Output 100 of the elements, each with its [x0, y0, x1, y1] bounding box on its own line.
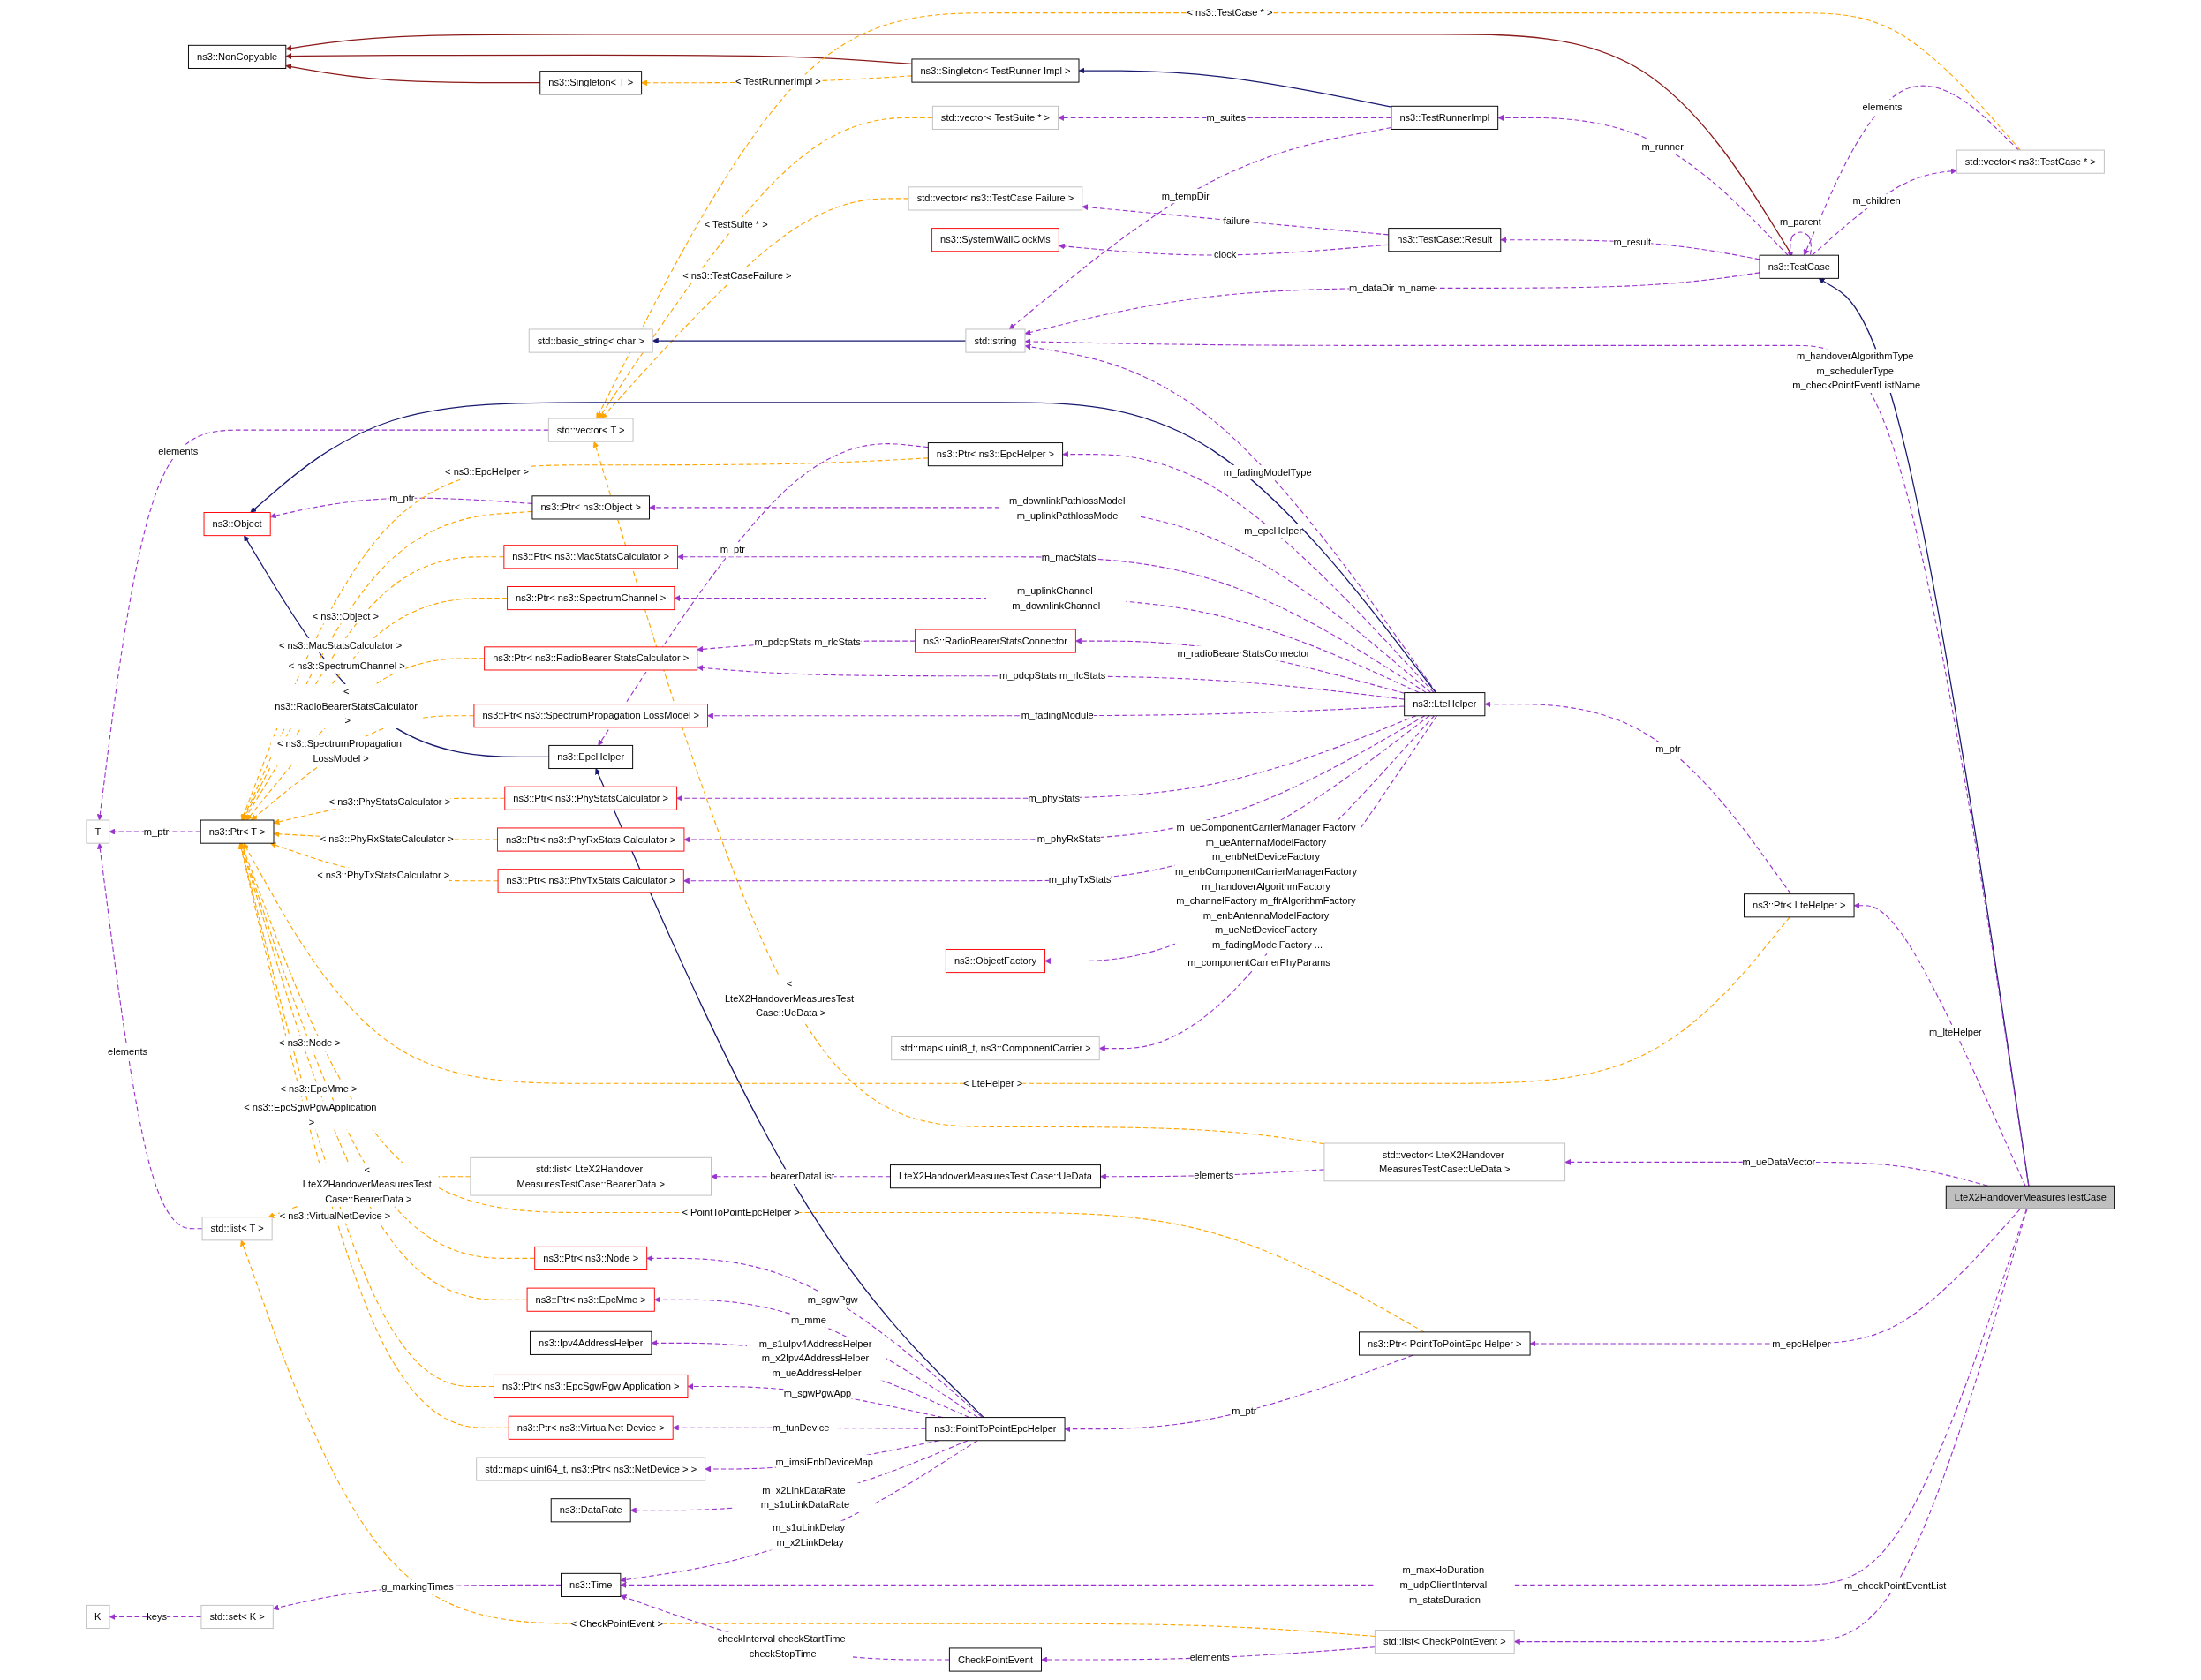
edge-label: m_dataDir m_name — [1349, 282, 1436, 294]
arrow — [250, 402, 1436, 694]
node-box: ns3::LteHelper — [1404, 692, 1486, 717]
arrow — [676, 715, 1417, 802]
node-box: ns3::TestCase — [1759, 254, 1839, 279]
node-box: ns3::Ptr< ns3::SpectrumPropagation LossModel > — [473, 704, 708, 728]
edge-label: m_ptr — [720, 543, 746, 555]
edge-label: < ns3::PhyRxStatsCalculator > — [320, 832, 454, 845]
edge-label: m_tempDir — [1161, 190, 1210, 202]
node-box: ns3::Ptr< ns3::RadioBearer StatsCalculator > — [484, 646, 698, 671]
edge-label: m_uplinkChannel m_downlinkChannel — [1012, 584, 1101, 612]
arrow — [1497, 114, 1789, 256]
arrow — [1818, 278, 2030, 1187]
arrow — [251, 715, 475, 821]
edge-label: m_ptr — [1655, 742, 1681, 755]
node-box: ns3::Ptr< ns3::Object > — [531, 495, 650, 520]
node-box: ns3::Ptr< ns3::PhyRxStats Calculator > — [497, 827, 685, 852]
arrow — [1058, 114, 1392, 121]
arrow — [1024, 272, 1760, 335]
arrow — [285, 53, 913, 65]
arrow — [652, 337, 967, 344]
node-box: ns3::PointToPointEpcHelper — [925, 1417, 1066, 1442]
arrow — [285, 64, 541, 84]
edge-label: m_runner — [1641, 140, 1684, 152]
node-box: ns3::EpcHelper — [548, 744, 634, 770]
edge-label: < ns3::EpcMme > — [280, 1082, 358, 1095]
arrow — [240, 1239, 1376, 1638]
edge-label: m_s1uIpv4AddressHelper m_x2Ipv4AddressHelper m_ueAddressHelper — [758, 1337, 872, 1379]
arrow — [707, 705, 1406, 719]
node-box: ns3::Ptr< ns3::VirtualNet Device > — [508, 1415, 674, 1440]
node-box: LteX2HandoverMeasuresTest Case::UeData — [889, 1164, 1101, 1189]
edge-label: < ns3::TestCaseFailure > — [682, 269, 792, 282]
edge-label: m_maxHoDuration m_udpClientInterval m_statsDuration — [1399, 1564, 1488, 1605]
arrow — [677, 554, 1428, 694]
edge-label: < ns3::SpectrumPropagation LossModel > — [277, 737, 402, 765]
edge-label: m_handoverAlgorithmType m_schedulerType m_checkPointEventListName — [1792, 350, 1921, 391]
edge-label: m_epcHelper — [1244, 524, 1303, 537]
arrow — [651, 1339, 970, 1419]
arrow — [620, 1208, 2027, 1588]
edge-label: m_ptr — [389, 492, 415, 504]
arrow — [1078, 67, 1392, 108]
arrow — [245, 658, 486, 821]
edge-label: < PointToPointEpcHelper > — [682, 1206, 800, 1218]
node-box: ns3::ObjectFactory — [945, 949, 1045, 974]
arrow — [1041, 1646, 1376, 1663]
node-box: ns3::Ptr< ns3::SpectrumChannel > — [507, 586, 675, 611]
edge-label: m_checkPointEventList — [1844, 1579, 1947, 1592]
node-box: std::list< T > — [201, 1217, 273, 1241]
edge-label: checkInterval checkStartTime checkStopTime — [717, 1632, 846, 1660]
arrow — [620, 1440, 978, 1583]
edge-label: m_macStats — [1041, 551, 1097, 563]
arrow — [242, 510, 533, 821]
arrow — [629, 1440, 969, 1514]
edge-label: < LteX2HandoverMeasuresTest Case::BearerData > — [302, 1164, 432, 1205]
edge-label: m_lteHelper — [1928, 1026, 1982, 1038]
node-box: ns3::SystemWallClockMs — [931, 228, 1059, 252]
arrow — [1853, 902, 2026, 1187]
arrow — [1008, 127, 1392, 330]
node-box: ns3::Ptr< ns3::Node > — [534, 1246, 648, 1270]
arrow — [654, 1296, 979, 1419]
arrow — [1529, 1208, 2021, 1347]
node-box: std::vector< T > — [547, 418, 634, 442]
edge-label: < ns3::MacStatsCalculator > — [278, 639, 403, 652]
edge-label: m_fadingModelType — [1223, 466, 1312, 478]
arrow — [96, 842, 203, 1230]
edge-label: m_downlinkPathlossModel m_uplinkPathlossModel — [1008, 495, 1126, 522]
edge-label: < ns3::PhyTxStatsCalculator > — [317, 869, 450, 881]
edge-label: elements — [1189, 1651, 1230, 1663]
arrow — [1075, 637, 1406, 694]
edge-label: elements — [1862, 101, 1903, 113]
edge-label: < ns3::SpectrumChannel > — [288, 659, 405, 672]
edge-label: m_componentCarrierPhyParams — [1187, 957, 1330, 968]
node-box: LteX2HandoverMeasuresTestCase — [1945, 1185, 2115, 1209]
edge-label: < TestRunnerImpl > — [735, 76, 821, 87]
edge-label: m_phyStats — [1028, 792, 1081, 803]
node-box: std::vector< ns3::TestCase * > — [1956, 149, 2105, 174]
node-box: ns3::Ptr< ns3::EpcMme > — [526, 1287, 655, 1312]
node-box: std::vector< LteX2Handover MeasuresTestCase::UeData > — [1323, 1142, 1566, 1182]
edge-label: keys — [147, 1610, 167, 1623]
arrow — [1082, 204, 1390, 236]
node-box: std::list< LteX2Handover MeasuresTestCase::BearerData > — [470, 1156, 712, 1196]
edge-label: < TestSuite * > — [704, 218, 768, 230]
arrow — [1513, 1208, 2028, 1646]
arrow — [674, 595, 1421, 694]
node-box: T — [86, 819, 110, 844]
node-box: std::vector< TestSuite * > — [931, 105, 1059, 130]
node-box: ns3::Ptr< LteHelper > — [1744, 893, 1855, 918]
edge-label: m_ueComponentCarrierManager Factory m_ueAntennaModelFactory m_enbNetDeviceFactory m_enbComponentCarrierManagerFactory m_handoverAlgorithmFactory m_channelFactory m_ffrAlgorithmFactory m_enbAntennaModelFactory m_ueNetDeviceFactory m_fadingModelFactory ... — [1174, 821, 1357, 951]
edge-label: < ns3::EpcSgwPgwApplication > — [244, 1102, 377, 1128]
edge-label: m_suites — [1206, 111, 1247, 124]
node-box: ns3::NonCopyable — [187, 44, 287, 69]
edge-label: < ns3::PhyStatsCalculator > — [328, 795, 451, 807]
arrow — [598, 117, 933, 419]
edge-label: m_sgwPgwApp — [783, 1387, 852, 1399]
edge-label: < ns3::RadioBearerStatsCalculator > — [275, 685, 418, 727]
edge-label: elements — [158, 446, 199, 457]
node-box: ns3::Ptr< ns3::EpcHelper > — [927, 442, 1064, 467]
node-box: ns3::Singleton< TestRunner Impl > — [911, 58, 1080, 83]
node-box: ns3::Time — [561, 1572, 622, 1597]
arrow — [600, 198, 909, 419]
